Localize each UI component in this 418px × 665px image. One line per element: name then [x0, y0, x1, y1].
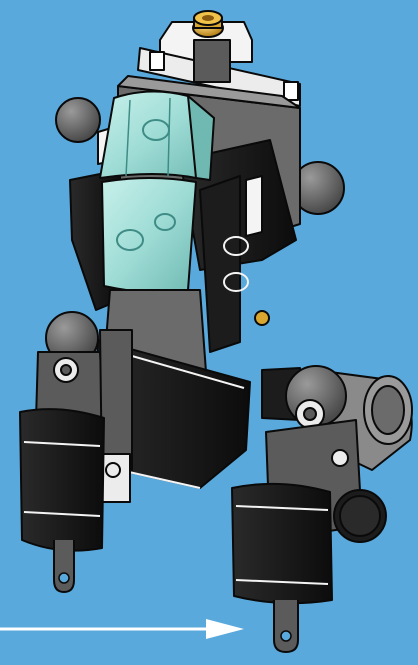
left-leg	[20, 312, 132, 551]
left-hook-icon	[54, 540, 74, 592]
right-hook-icon	[274, 600, 298, 652]
right-leg	[232, 366, 412, 603]
gold-stud-icon	[193, 11, 223, 37]
arrow-right-icon	[0, 619, 244, 639]
left-shoulder-ball	[56, 98, 100, 142]
